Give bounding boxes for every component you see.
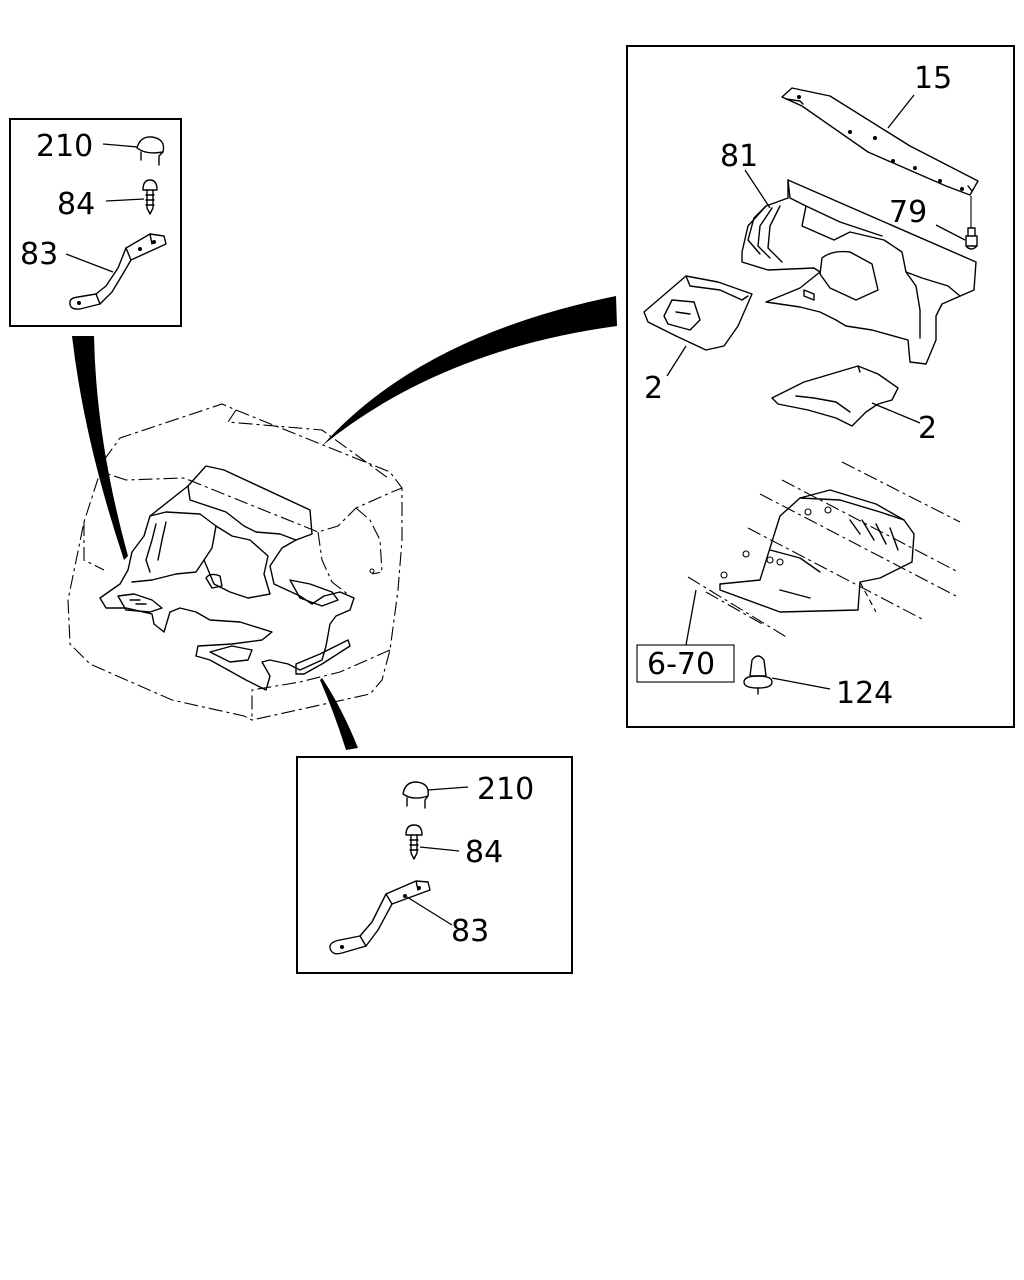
callout-210-top: 210 xyxy=(36,129,93,164)
callout-79: 79 xyxy=(889,195,927,230)
connector-wedges xyxy=(72,296,617,750)
cover-panel-icon xyxy=(781,87,979,196)
reference-box xyxy=(636,644,735,683)
clip-icon xyxy=(136,136,165,166)
detail-box-right: 15 81 79 2 2 xyxy=(626,45,1015,728)
fastener-icon xyxy=(965,196,978,250)
floor-insulator-icon xyxy=(741,179,977,365)
detail-frame-top-left xyxy=(9,118,182,327)
callout-81: 81 xyxy=(720,139,758,174)
callout-2-right: 2 xyxy=(918,411,937,446)
detail-frame-right xyxy=(626,45,1015,728)
callout-84-bottom: 84 xyxy=(465,835,503,870)
callout-84-top: 84 xyxy=(57,187,95,222)
callout-83-bottom: 83 xyxy=(451,914,489,949)
callout-124: 124 xyxy=(836,676,893,711)
callout-6-70: 6-70 xyxy=(647,647,715,682)
callout-210-bottom: 210 xyxy=(477,772,534,807)
clip-icon xyxy=(402,781,429,809)
detail-box-top-left: 210 84 83 xyxy=(9,118,182,327)
push-clip-icon xyxy=(743,655,773,695)
pad-left-icon xyxy=(643,275,753,351)
connector-right xyxy=(322,296,617,446)
detail-box-bottom: 210 84 83 xyxy=(296,756,573,974)
cab-illustration xyxy=(67,403,403,721)
bracket-icon xyxy=(69,233,167,310)
callout-2-left: 2 xyxy=(644,371,663,406)
pad-right-icon xyxy=(771,365,899,427)
floor-reference-dashed xyxy=(687,461,961,639)
connector-bottom xyxy=(320,678,358,750)
screw-icon xyxy=(142,179,158,215)
bracket-icon xyxy=(329,880,431,955)
detail-frame-bottom xyxy=(296,756,573,974)
connector-top-left xyxy=(72,336,128,560)
callout-15: 15 xyxy=(914,61,952,96)
callout-83-top: 83 xyxy=(20,237,58,272)
screw-icon xyxy=(405,824,423,860)
